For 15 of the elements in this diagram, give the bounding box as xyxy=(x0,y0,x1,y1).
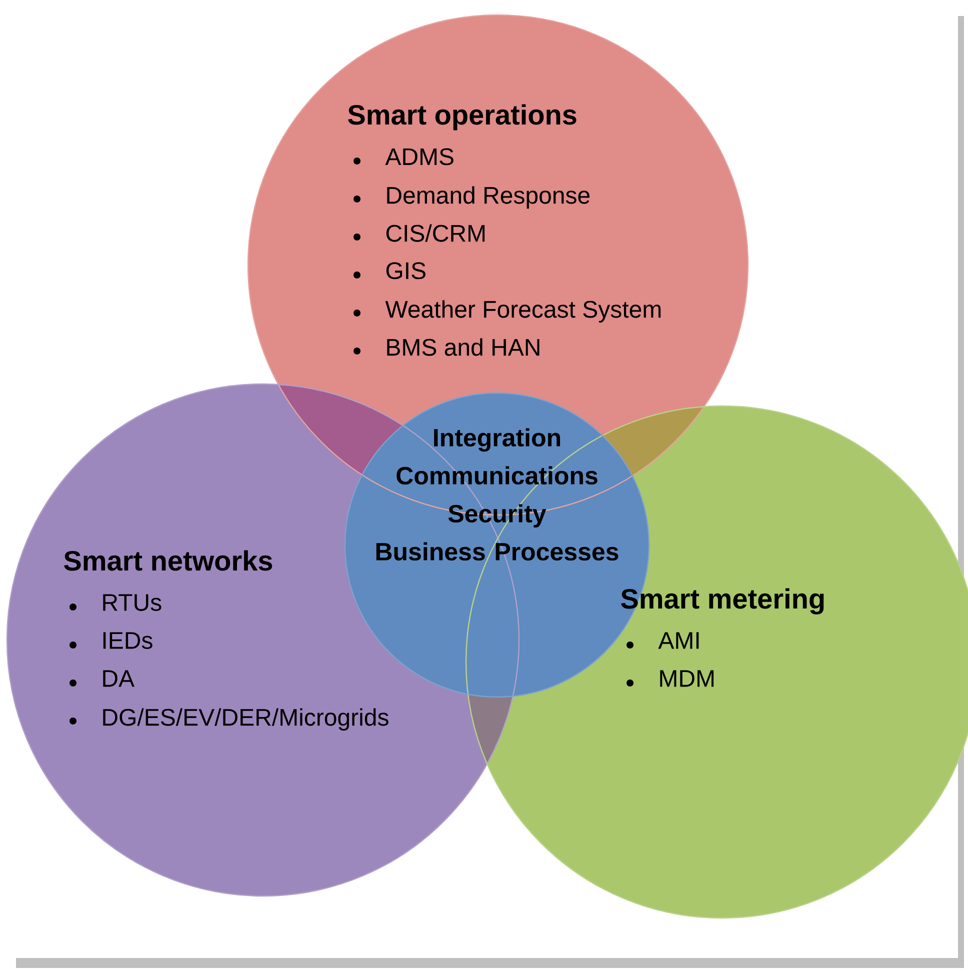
list-item: ADMS xyxy=(385,148,454,166)
list-item: AMI xyxy=(658,632,699,649)
list-item: MDM xyxy=(660,670,714,687)
list-item: RTUs xyxy=(103,594,162,611)
circle-heading: Smart networks xyxy=(64,550,272,571)
list-item: GIS xyxy=(386,262,426,280)
list-item: Weather Forecast System xyxy=(385,300,661,323)
circle-heading: Smart operations xyxy=(348,104,576,130)
list-item: IEDs xyxy=(103,632,152,649)
list-item: Demand Response xyxy=(387,186,590,209)
circle-heading: Smart metering xyxy=(621,588,824,614)
list-item: DA xyxy=(103,670,134,687)
list-item: CIS/CRM xyxy=(386,224,485,242)
list-item: DG/ES/EV/DER/Microgrids xyxy=(103,708,388,731)
list-item: BMS and HAN xyxy=(387,338,540,356)
